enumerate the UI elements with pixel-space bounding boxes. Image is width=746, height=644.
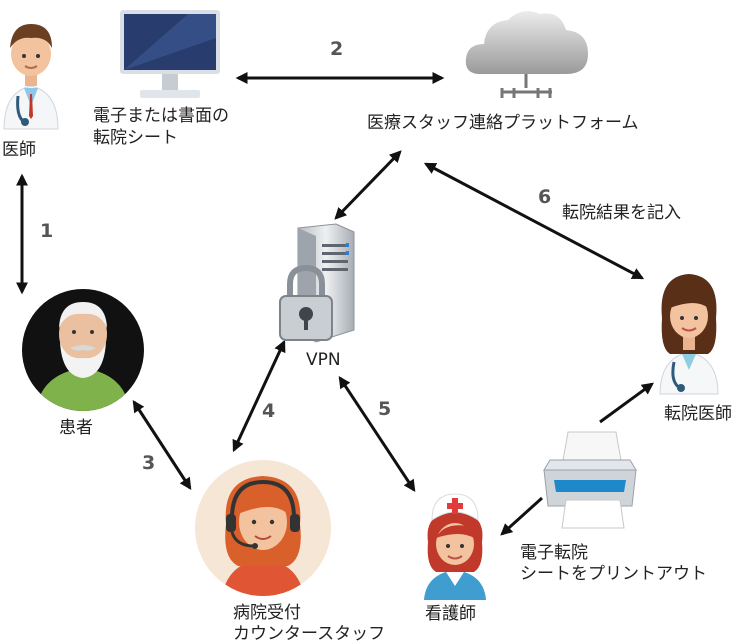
printout-label-1: 電子転院 [520, 543, 588, 563]
vpn-label: VPN [306, 350, 341, 370]
arrow-printer-doctor [599, 382, 654, 424]
server-lock-icon [279, 223, 355, 343]
doctor-label: 医師 [2, 140, 36, 160]
arrow-5-vpn-nurse [338, 375, 416, 493]
step-4-number: 4 [262, 400, 276, 422]
patient-icon [22, 289, 144, 411]
step-3-number: 3 [142, 452, 156, 474]
step-5-number: 5 [378, 398, 392, 420]
printer-icon [543, 431, 637, 529]
monitor-icon [120, 10, 220, 98]
arrow-6-platform-doctor [423, 162, 645, 280]
patient-label: 患者 [59, 418, 93, 438]
arrow-printer-nurse [500, 496, 544, 536]
step-6-number: 6 [538, 186, 552, 208]
referral-sheet-label-2: 転院シート [93, 128, 178, 148]
arrow-4-vpn-reception [232, 339, 286, 453]
record-result-label: 転院結果を記入 [562, 203, 681, 223]
step-2-number: 2 [330, 38, 344, 60]
receiving-doctor-icon [659, 274, 719, 395]
receiving-doctor-label: 転院医師 [664, 404, 732, 424]
doctor-icon [3, 24, 59, 130]
nurse-icon [424, 493, 486, 600]
reception-label-1: 病院受付 [233, 603, 301, 623]
arrow-3-patient-reception [132, 399, 192, 491]
step-1-number: 1 [40, 220, 54, 242]
reception-label-2: カウンタースタッフ [233, 624, 386, 644]
receptionist-icon [195, 460, 331, 596]
referral-sheet-label-1: 電子または書面の [93, 106, 229, 126]
printout-label-2: シートをプリントアウト [520, 564, 707, 584]
nurse-label: 看護師 [425, 604, 476, 624]
arrow-platform-vpn [334, 150, 402, 220]
platform-label: 医療スタッフ連絡プラットフォーム [367, 113, 639, 133]
cloud-icon [465, 11, 588, 98]
